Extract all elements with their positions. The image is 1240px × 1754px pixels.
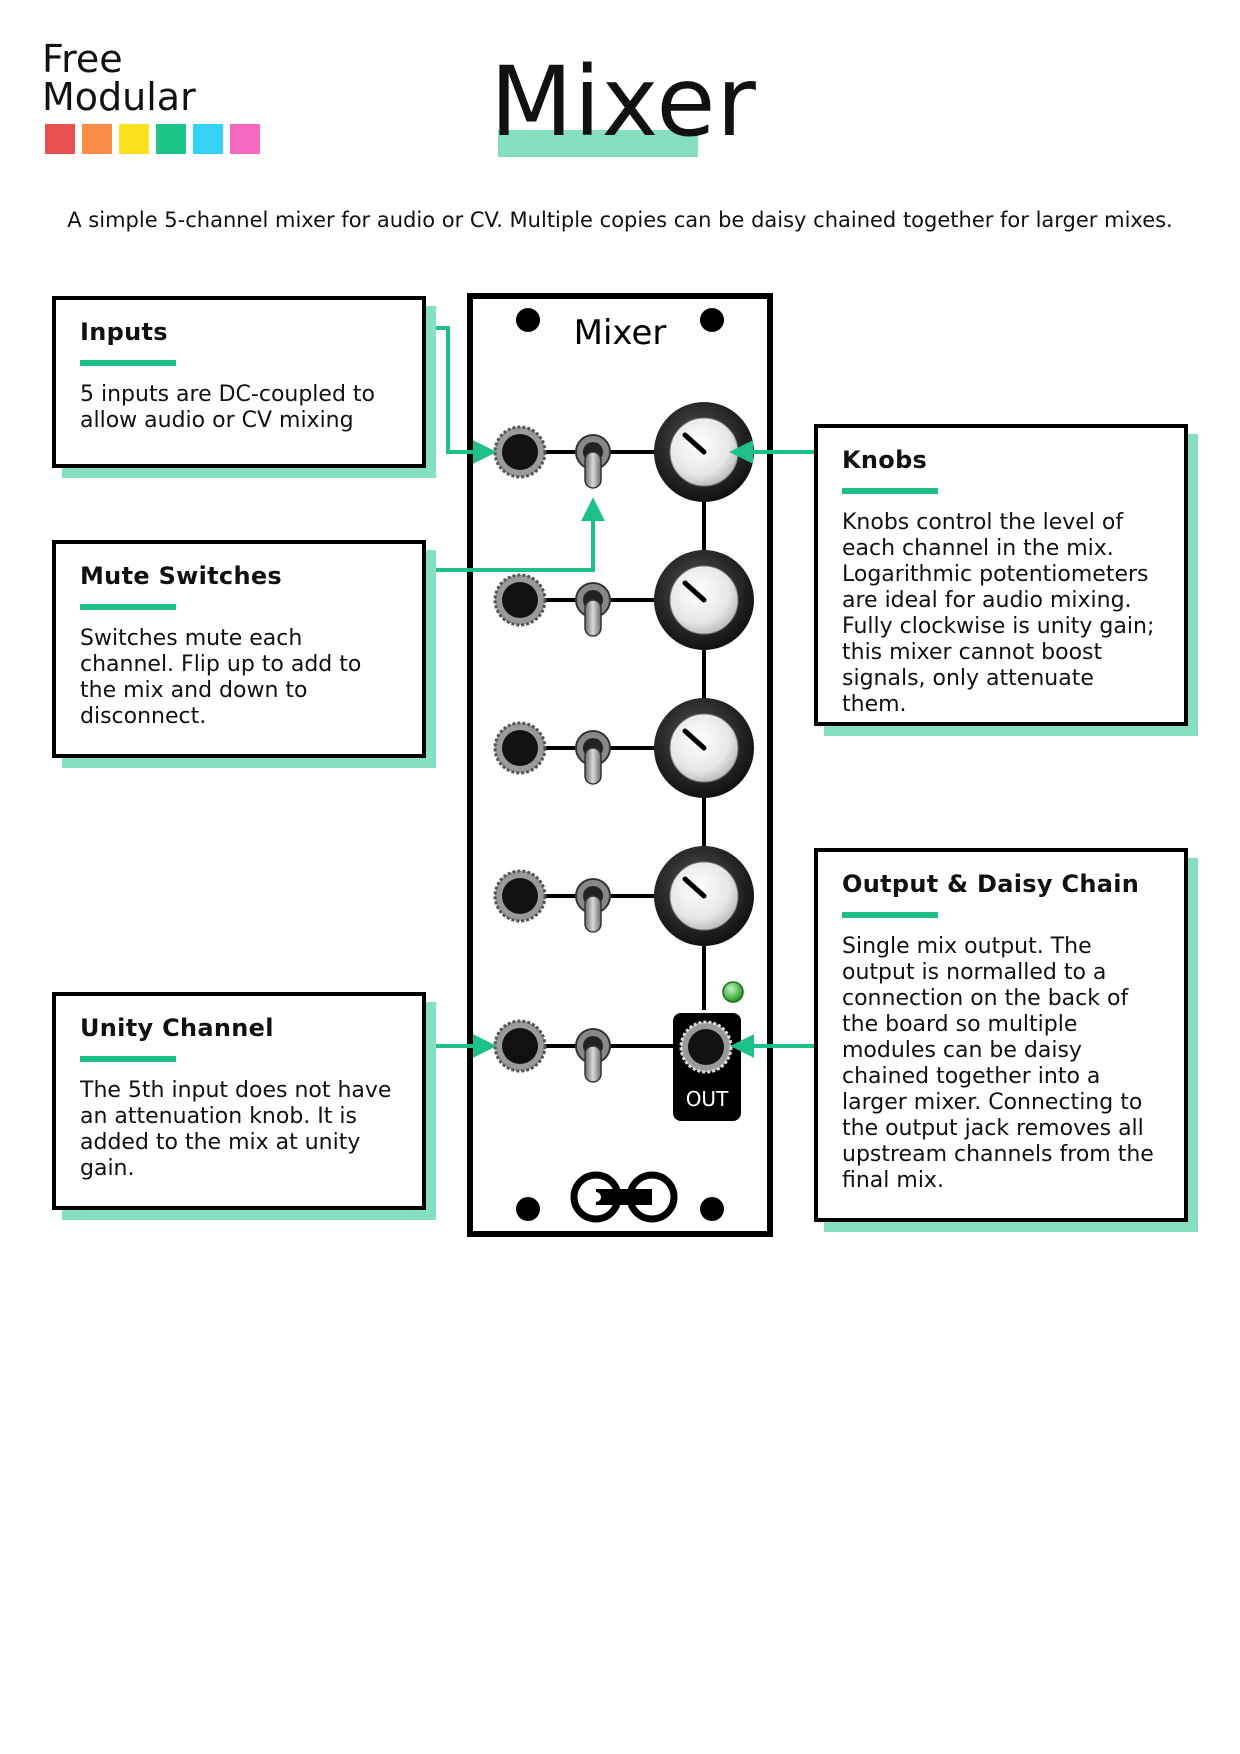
page-subtitle: A simple 5-channel mixer for audio or CV…	[67, 208, 1173, 232]
page-title: Mixer	[490, 46, 757, 158]
callout-title: Unity Channel	[80, 1014, 274, 1042]
channel-row-3	[493, 698, 754, 798]
swatch-green	[156, 124, 186, 154]
callout-inputs: Inputs 5 inputs are DC-coupled to allow …	[52, 296, 436, 478]
swatch-red	[45, 124, 75, 154]
brand-logo: Free Modular	[42, 40, 196, 116]
connector-inputs	[426, 326, 497, 464]
callout-rule	[842, 488, 938, 494]
callout-connectors	[426, 326, 814, 1058]
connector-mute	[426, 497, 605, 572]
output-label: OUT	[686, 1087, 729, 1111]
mounting-hole-top-left	[516, 308, 540, 332]
jack-hole-icon	[502, 1028, 538, 1064]
knob-pointer-icon	[682, 432, 707, 455]
title-block: Mixer	[490, 52, 756, 162]
callout-body: Switches mute each channel. Flip up to a…	[80, 626, 362, 729]
swatch-orange	[82, 124, 112, 154]
mounting-hole-bottom-right	[700, 1197, 724, 1221]
mounting-hole-bottom-left	[516, 1197, 540, 1221]
callout-mute-switches: Mute Switches Switches mute each channel…	[52, 540, 436, 768]
callout-unity-channel: Unity Channel The 5th input does not hav…	[52, 992, 436, 1220]
jack-hole-icon	[502, 878, 538, 914]
channel-row-2	[493, 550, 754, 650]
toggle-lever-icon	[584, 451, 602, 489]
callout-title: Knobs	[842, 446, 928, 474]
swatch-cyan	[193, 124, 223, 154]
brand-line-free: Free	[42, 37, 123, 81]
jack-hole-icon	[502, 730, 538, 766]
output-block: OUT	[673, 1013, 741, 1121]
toggle-lever-icon	[584, 599, 602, 637]
channel-row-1	[493, 402, 754, 502]
swatch-yellow	[119, 124, 149, 154]
channel-row-4	[493, 846, 754, 946]
callout-title: Output & Daisy Chain	[842, 870, 1140, 898]
brand-line-modular: Modular	[42, 75, 196, 119]
swatch-pink	[230, 124, 260, 154]
knob-pointer-icon	[682, 728, 707, 751]
callout-body: Single mix output. The output is normall…	[842, 934, 1154, 1193]
toggle-lever-icon	[584, 747, 602, 785]
title-highlight	[498, 130, 698, 157]
callout-rule	[80, 1056, 176, 1062]
callout-body: The 5th input does not have an attenuati…	[80, 1078, 392, 1181]
callout-rule	[842, 912, 938, 918]
maker-logo	[570, 1171, 678, 1223]
callout-body: Knobs control the level of each channel …	[842, 510, 1155, 717]
toggle-lever-icon	[584, 1045, 602, 1083]
mounting-hole-top-right	[700, 308, 724, 332]
callout-title: Mute Switches	[80, 562, 283, 590]
panel-label: Mixer	[574, 313, 667, 353]
callout-title: Inputs	[80, 318, 168, 346]
jack-hole-icon	[502, 582, 538, 618]
callout-output-daisy-chain: Output & Daisy Chain Single mix output. …	[814, 848, 1198, 1232]
brand-color-swatches	[45, 124, 260, 154]
callout-rule	[80, 360, 176, 366]
knob-pointer-icon	[682, 876, 707, 899]
channel-row-5	[493, 1019, 680, 1083]
callout-rule	[80, 604, 176, 610]
jack-hole-icon	[502, 434, 538, 470]
toggle-lever-icon	[584, 895, 602, 933]
callout-body: 5 inputs are DC-coupled to allow audio o…	[80, 382, 376, 433]
callout-knobs: Knobs Knobs control the level of each ch…	[814, 424, 1198, 736]
knob-pointer-icon	[682, 580, 707, 603]
jack-hole-icon	[688, 1029, 724, 1065]
output-led-icon	[722, 981, 744, 1003]
